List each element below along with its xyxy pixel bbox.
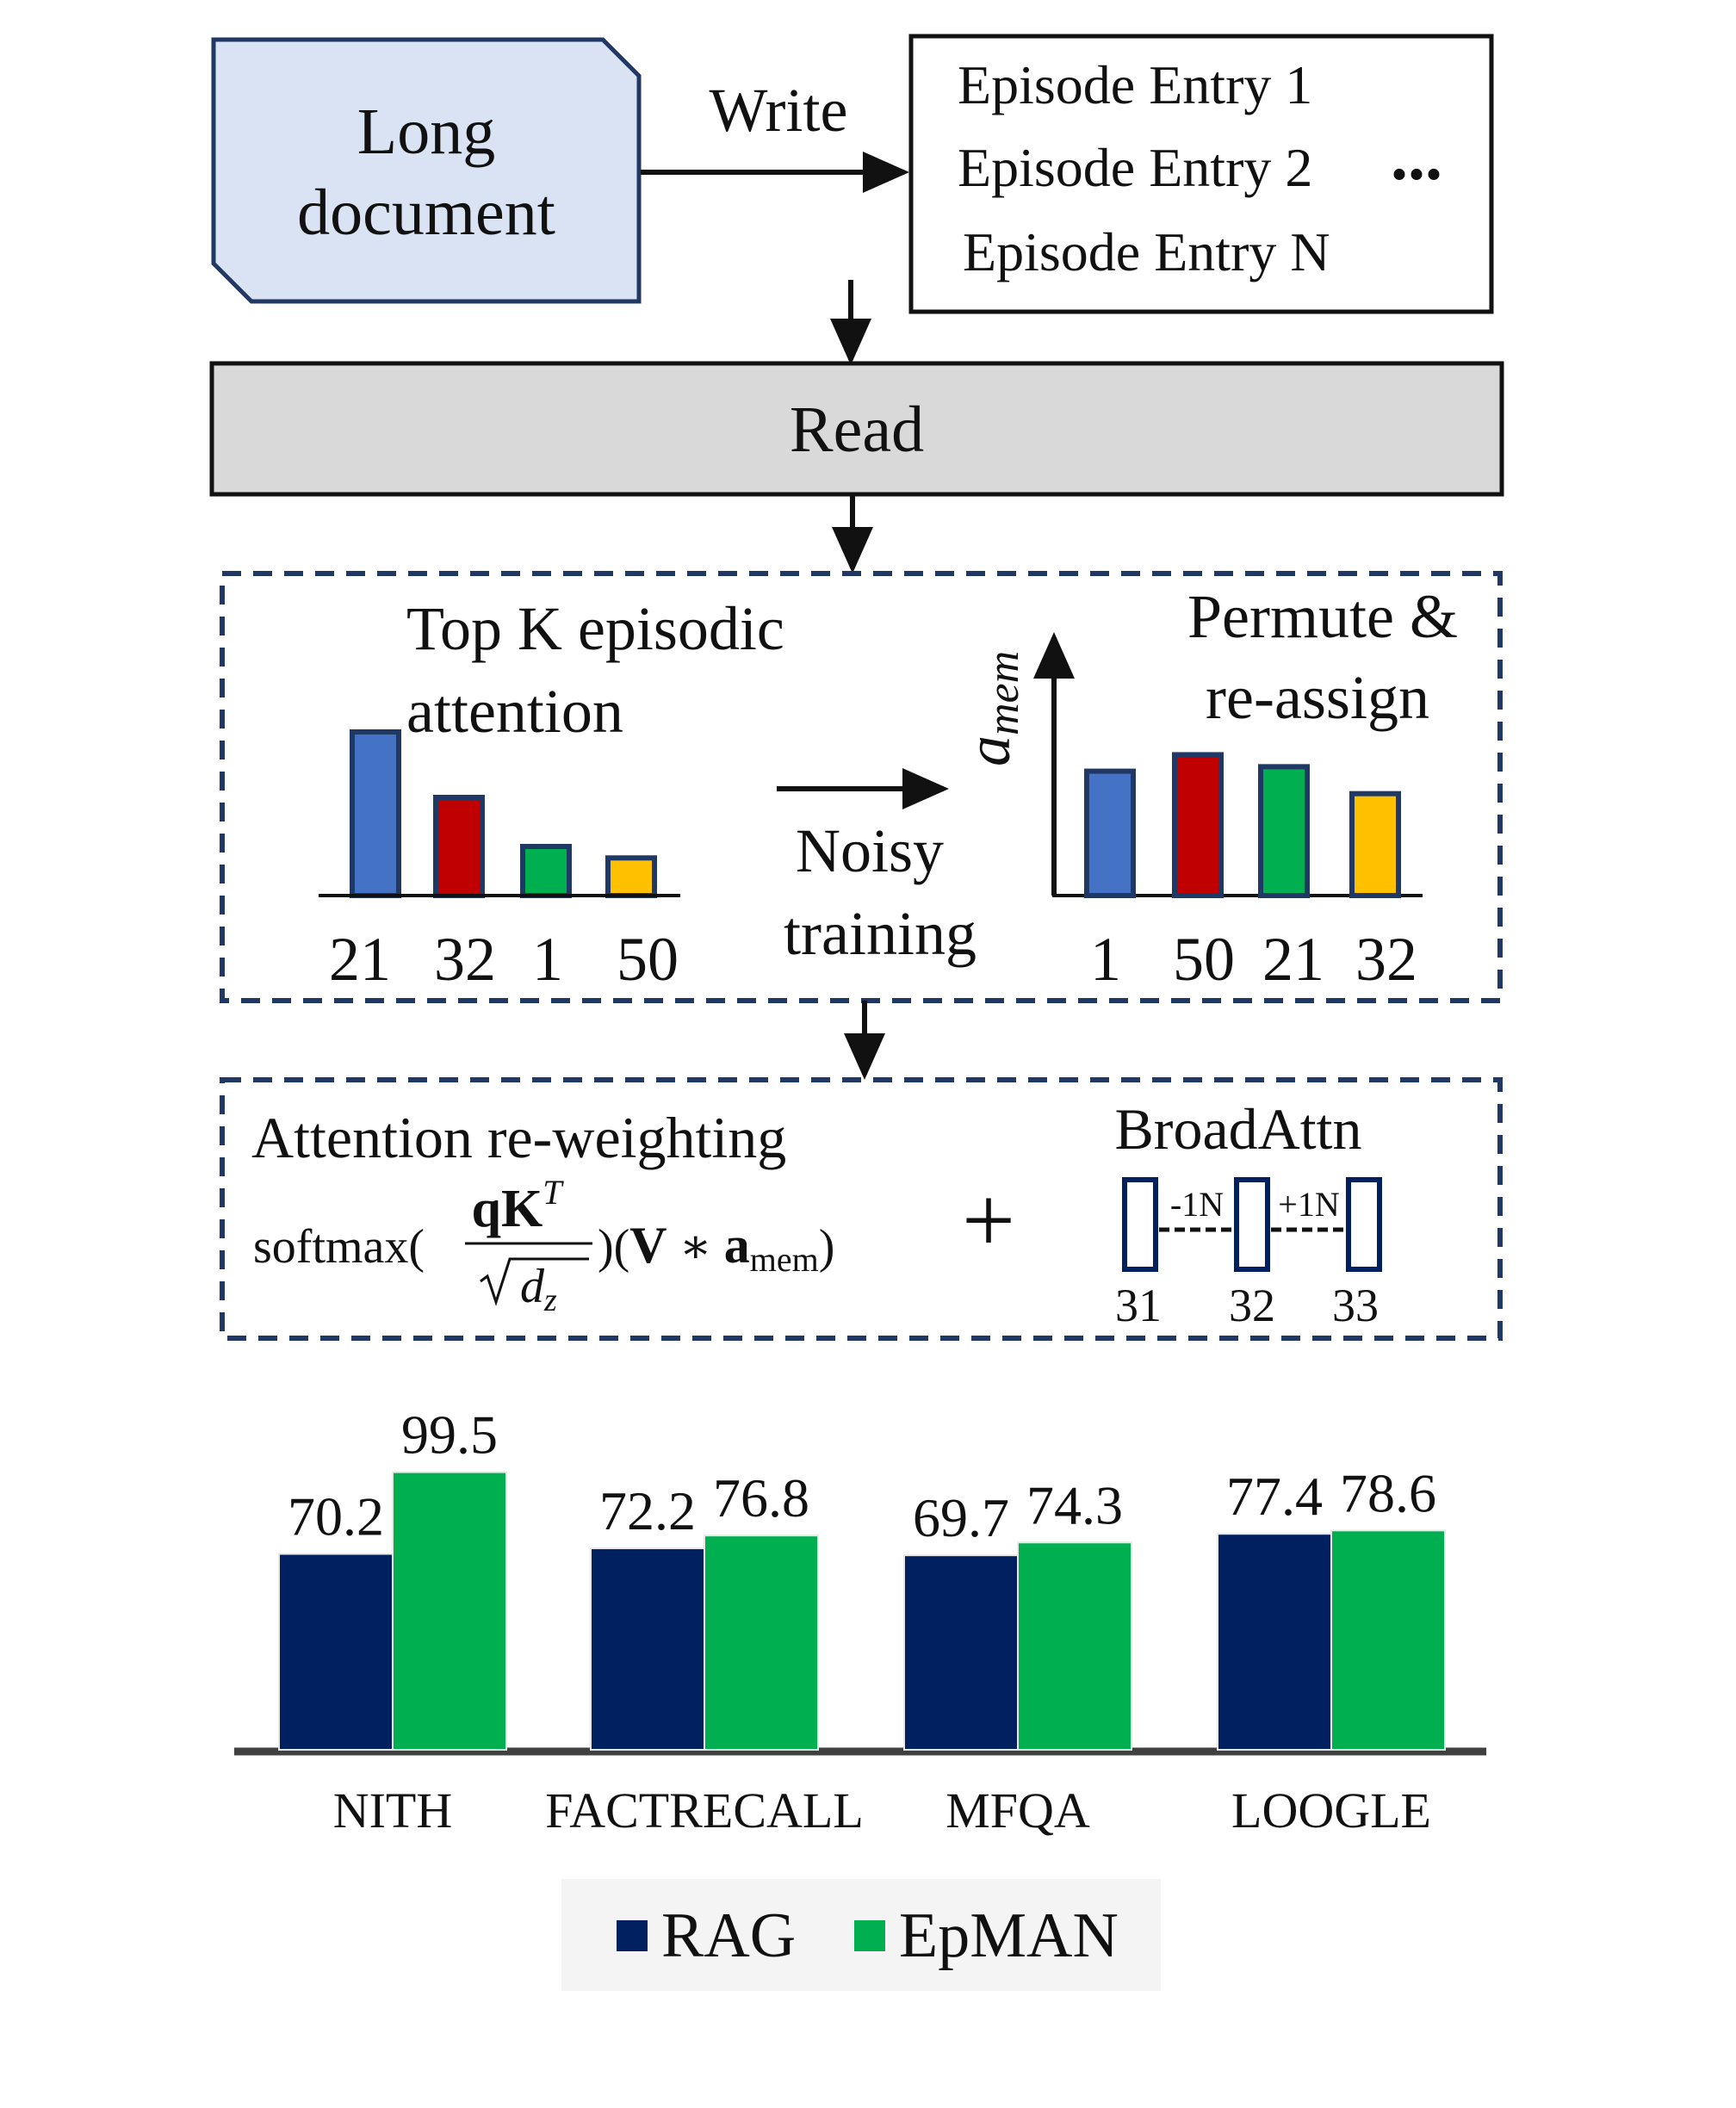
episode-entry-2: Episode Entry 2 (958, 137, 1312, 198)
permuted-bar-label-32: 32 (1355, 925, 1417, 994)
value-label-rag-nith: 70.2 (288, 1486, 384, 1547)
episode-entry-1: Episode Entry 1 (958, 54, 1312, 115)
value-label-epman-factrecall: 76.8 (713, 1467, 809, 1528)
legend-swatch-epman (854, 1920, 885, 1951)
formula-sqrt-sign (480, 1257, 589, 1306)
a-mem-axis-label: amem (954, 651, 1028, 766)
permuted-bar-1 (1084, 768, 1136, 899)
topk-attention-bars: 21 32 1 50 (329, 729, 679, 994)
permuted-bar-label-1: 1 (1090, 925, 1121, 994)
episode-memory-frame (908, 34, 1494, 314)
topk-bar-label-1: 1 (532, 925, 563, 994)
formula-numerator: qKT (472, 1173, 565, 1238)
permuted-bar-21 (1258, 764, 1310, 898)
legend-label-rag: RAG (661, 1900, 796, 1971)
bar-epman-nith (392, 1471, 507, 1751)
topk-bar-label-21: 21 (329, 925, 391, 994)
value-label-epman-loogle: 78.6 (1340, 1462, 1436, 1523)
value-label-rag-mfqa: 69.7 (913, 1487, 1009, 1548)
write-label: Write (709, 76, 847, 145)
bar-epman-loogle (1330, 1529, 1446, 1752)
broadattn-token-31 (1122, 1177, 1158, 1272)
permuted-bar-50 (1172, 752, 1224, 898)
plus-sign: + (962, 1168, 1015, 1273)
topk-bar-1 (520, 844, 572, 898)
broadattn-label-31: 31 (1115, 1280, 1162, 1331)
category-label-nith: NITH (333, 1782, 453, 1838)
value-label-epman-nith: 99.5 (401, 1404, 498, 1466)
permuted-attention-bars: 1 50 21 32 (1084, 752, 1417, 994)
formula-right: )(V ∗ amem) (598, 1217, 834, 1279)
value-label-rag-factrecall: 72.2 (599, 1480, 696, 1541)
broadattn-link-left-label: -1N (1170, 1185, 1224, 1224)
read-label: Read (790, 394, 924, 466)
permute-title-line1: Permute & (1187, 582, 1458, 651)
broadattn-title: BroadAttn (1114, 1096, 1361, 1162)
bar-rag-nith (278, 1553, 394, 1751)
broadattn-token-33 (1346, 1177, 1382, 1272)
long-document-label-line1: Long (357, 96, 495, 168)
topk-bar-21 (350, 729, 401, 898)
noisy-label-line1: Noisy (796, 816, 944, 885)
topk-bar-50 (605, 855, 657, 898)
topk-title-line2: attention (406, 677, 623, 746)
topk-bar-label-50: 50 (617, 925, 679, 994)
broadattn-diagram: BroadAttn -1N +1N 31 32 33 (1114, 1096, 1382, 1331)
permuted-bar-label-21: 21 (1262, 925, 1324, 994)
formula-softmax: softmax( (253, 1220, 425, 1274)
category-label-loogle: LOOGLE (1231, 1782, 1431, 1838)
bar-rag-loogle (1217, 1533, 1332, 1751)
bar-epman-factrecall (704, 1534, 819, 1751)
reweighting-formula: softmax( qKT dz )(V ∗ amem) (253, 1173, 834, 1318)
category-label-mfqa: MFQA (946, 1782, 1090, 1838)
broadattn-token-32 (1234, 1177, 1270, 1272)
episode-memory-box: Episode Entry 1 Episode Entry 2 Episode … (908, 34, 1494, 314)
noisy-training-panel: Top K episodic attention 21 32 1 50 Noisy t… (220, 571, 1503, 1003)
legend-label-epman: EpMAN (899, 1900, 1119, 1971)
topk-title-line1: Top K episodic (406, 594, 784, 663)
chart-legend: RAG EpMAN (561, 1879, 1161, 1991)
permuted-bar-label-50: 50 (1173, 925, 1235, 994)
bar-epman-mfqa (1017, 1541, 1132, 1751)
topk-bar-32 (433, 795, 485, 898)
reweighting-panel: Attention re-weighting softmax( qKT dz )… (220, 1077, 1503, 1341)
value-label-epman-mfqa: 74.3 (1026, 1474, 1123, 1535)
episode-entry-n: Episode Entry N (963, 221, 1330, 282)
broadattn-link-right-label: +1N (1278, 1185, 1339, 1224)
read-box (209, 361, 1504, 497)
broadattn-label-33: 33 (1332, 1280, 1379, 1331)
topk-bar-label-32: 32 (434, 925, 496, 994)
category-label-factrecall: FACTRECALL (545, 1782, 864, 1838)
read-node: Read (209, 361, 1504, 497)
reweighting-title: Attention re-weighting (251, 1105, 786, 1170)
noisy-label-line2: training (784, 899, 976, 968)
noisy-training-frame (220, 571, 1503, 1003)
value-label-rag-loogle: 77.4 (1226, 1466, 1323, 1527)
legend-swatch-rag (617, 1920, 648, 1951)
broadattn-label-32: 32 (1229, 1280, 1275, 1331)
permute-title-line2: re-assign (1206, 663, 1429, 732)
long-document-label-line2: document (297, 177, 555, 249)
long-document-node: Long document (211, 37, 642, 304)
episode-ellipsis: ... (1391, 119, 1442, 195)
permuted-bar-32 (1349, 790, 1401, 898)
long-document-shape (211, 37, 642, 304)
formula-denominator: dz (520, 1260, 557, 1318)
bar-rag-mfqa (903, 1554, 1019, 1751)
bar-rag-factrecall (590, 1547, 705, 1752)
reweighting-frame (220, 1077, 1503, 1341)
